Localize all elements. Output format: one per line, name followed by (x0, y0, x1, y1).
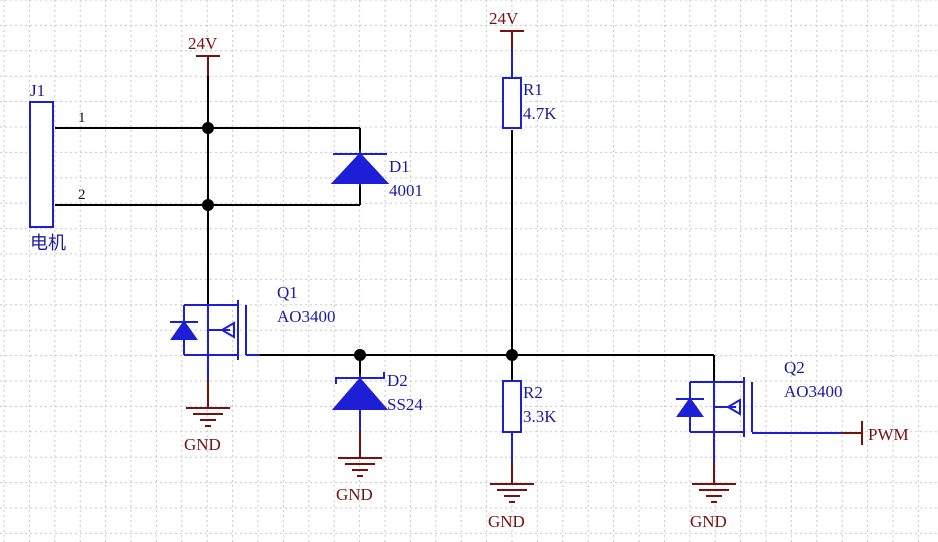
schottky-diode-icon (331, 372, 389, 432)
diode-icon (330, 150, 390, 186)
d2-value: SS24 (387, 395, 423, 414)
j1-designator: J1 (30, 81, 45, 100)
j1-pin1-label: 1 (78, 110, 86, 126)
ground-icon (186, 380, 230, 427)
r2-designator: R2 (523, 383, 543, 402)
connector-icon (29, 101, 54, 228)
gnd-r2-label: GND (488, 512, 525, 531)
gnd-d2-label: GND (336, 485, 373, 504)
ground-icon (692, 462, 736, 503)
q2-value: AO3400 (784, 382, 843, 401)
j1-name: 电机 (30, 233, 66, 254)
r2-value: 3.3K (523, 407, 557, 426)
junction-dot-icon (506, 349, 518, 361)
r1-designator: R1 (523, 80, 543, 99)
junction-dot-icon (354, 349, 366, 361)
nmos-icon (170, 300, 260, 380)
junctions (202, 122, 518, 361)
pwm-label: PWM (868, 425, 909, 444)
q1-designator: Q1 (277, 283, 298, 302)
resistor-icon (502, 50, 522, 129)
q1-value: AO3400 (277, 307, 336, 326)
ground-icon (490, 462, 534, 503)
vcc-right-label: 24V (489, 9, 519, 28)
r1-value: 4.7K (523, 104, 557, 123)
power-port-icon (500, 30, 524, 50)
junction-dot-icon (202, 199, 214, 211)
pwm-port-icon (842, 421, 863, 445)
j1-pin2-label: 2 (78, 187, 86, 203)
d2-designator: D2 (387, 371, 408, 390)
gnd-q2-label: GND (690, 512, 727, 531)
d1-designator: D1 (389, 157, 410, 176)
vcc-left-label: 24V (188, 34, 218, 53)
gnd-q1-label: GND (184, 435, 221, 454)
power-port-icon (196, 55, 220, 76)
ground-icon (338, 432, 382, 477)
nmos-icon (676, 377, 842, 462)
q2-designator: Q2 (784, 358, 805, 377)
junction-dot-icon (202, 122, 214, 134)
d1-value: 4001 (389, 181, 423, 200)
resistor-icon (502, 380, 522, 462)
